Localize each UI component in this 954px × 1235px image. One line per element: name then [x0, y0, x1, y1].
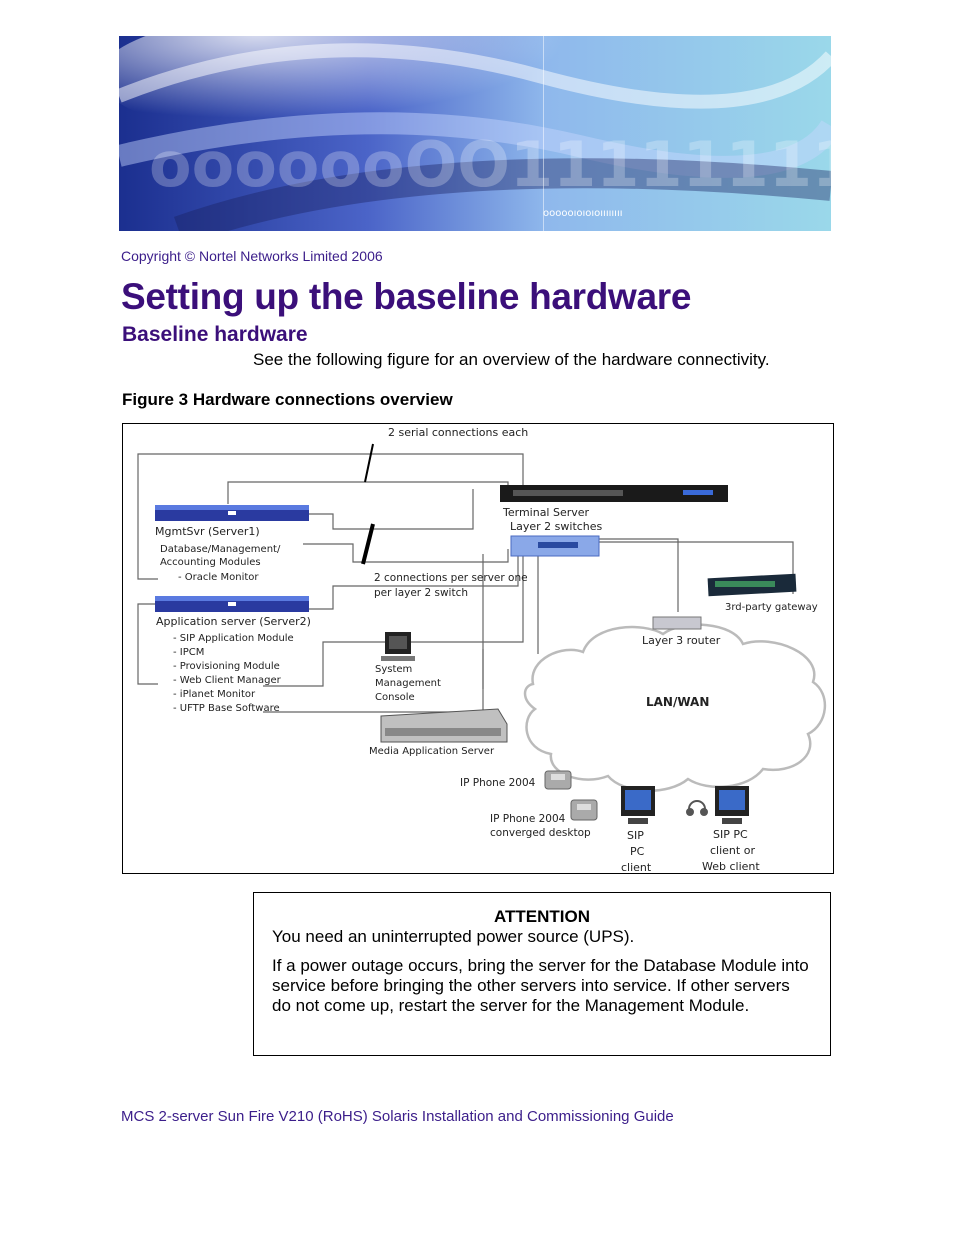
media-server-label: Media Application Server	[369, 746, 495, 757]
lan-wan-cloud	[523, 623, 827, 792]
management-console-icon	[381, 632, 415, 661]
mgmt-server-module: - Oracle Monitor	[178, 572, 259, 583]
serial-connections-label: 2 serial connections each	[388, 426, 528, 439]
converged-phone-icon	[570, 799, 598, 821]
application-server-icon	[155, 596, 309, 612]
copyright-notice: Copyright © Nortel Networks Limited 2006	[121, 248, 383, 264]
mgmt-server-label: MgmtSvr (Server1)	[155, 525, 260, 538]
app-server-module: - UFTP Base Software	[173, 703, 280, 714]
header-banner-image: ooooooOO11111111 oooooıoıoıoıııııııı	[119, 36, 831, 231]
layer2-switches-label: Layer 2 switches	[510, 520, 603, 533]
layer3-router-label: Layer 3 router	[642, 634, 721, 647]
sip-pc-label-line: client	[621, 861, 652, 873]
layer3-router-icon	[652, 616, 702, 630]
smc-label-line: Management	[375, 678, 441, 689]
banner-large-digits: ooooooOO11111111	[149, 128, 831, 201]
sip-web-client-label-line: client or	[710, 844, 755, 857]
smc-label-line: System	[375, 664, 412, 675]
layer2-switch-icon	[510, 535, 600, 557]
smc-label-line: Console	[375, 692, 415, 703]
media-server-icon	[380, 708, 508, 743]
intro-text: See the following figure for an overview…	[253, 350, 770, 369]
converged-phone-label: converged desktop	[490, 827, 591, 839]
app-server-module: - SIP Application Module	[173, 633, 294, 644]
sip-web-client-label-line: Web client	[702, 860, 760, 873]
application-server-label: Application server (Server2)	[156, 615, 311, 628]
section-heading: Baseline hardware	[122, 323, 308, 346]
headset-icon	[686, 800, 708, 816]
attention-heading: ATTENTION	[493, 907, 590, 926]
app-server-module: - iPlanet Monitor	[173, 689, 256, 700]
ip-phone-icon	[544, 770, 572, 790]
mgmt-server-icon	[155, 505, 309, 521]
connections-note-line: 2 connections per server one	[374, 572, 528, 584]
hardware-connections-figure: 2 serial connections each Terminal Serve…	[122, 423, 834, 874]
ip-phone-label: IP Phone 2004	[460, 777, 536, 789]
figure-caption: Figure 3 Hardware connections overview	[122, 390, 453, 409]
converged-phone-label: IP Phone 2004	[490, 813, 566, 825]
sip-web-client-label-line: SIP PC	[713, 828, 748, 841]
mgmt-server-module: Database/Management/	[160, 544, 281, 555]
sip-pc-label-line: SIP	[627, 829, 644, 842]
attention-box: ATTENTION You need an uninterrupted powe…	[253, 892, 831, 1056]
app-server-module: - Web Client Manager	[173, 675, 282, 686]
banner-binary-digits: oooooıoıoıoıııııııı	[543, 208, 623, 219]
terminal-server-label: Terminal Server	[502, 506, 590, 519]
document-footer: MCS 2-server Sun Fire V210 (RoHS) Solari…	[121, 1108, 674, 1125]
terminal-server-icon	[500, 485, 728, 502]
attention-paragraph: If a power outage occurs, bring the serv…	[272, 956, 809, 1015]
app-server-module: - IPCM	[173, 647, 204, 658]
app-server-module: - Provisioning Module	[173, 661, 280, 672]
connections-note-line: per layer 2 switch	[374, 587, 468, 599]
gateway-label: 3rd-party gateway	[725, 602, 818, 613]
lan-wan-label: LAN/WAN	[646, 695, 709, 709]
gateway-icon	[707, 573, 797, 597]
sip-web-client-icon	[715, 786, 749, 824]
page-title: Setting up the baseline hardware	[121, 276, 692, 317]
attention-paragraph: You need an uninterrupted power source (…	[272, 927, 635, 946]
sip-pc-label-line: PC	[630, 845, 645, 858]
mgmt-server-module: Accounting Modules	[160, 557, 261, 568]
sip-pc-client-icon	[621, 786, 655, 824]
